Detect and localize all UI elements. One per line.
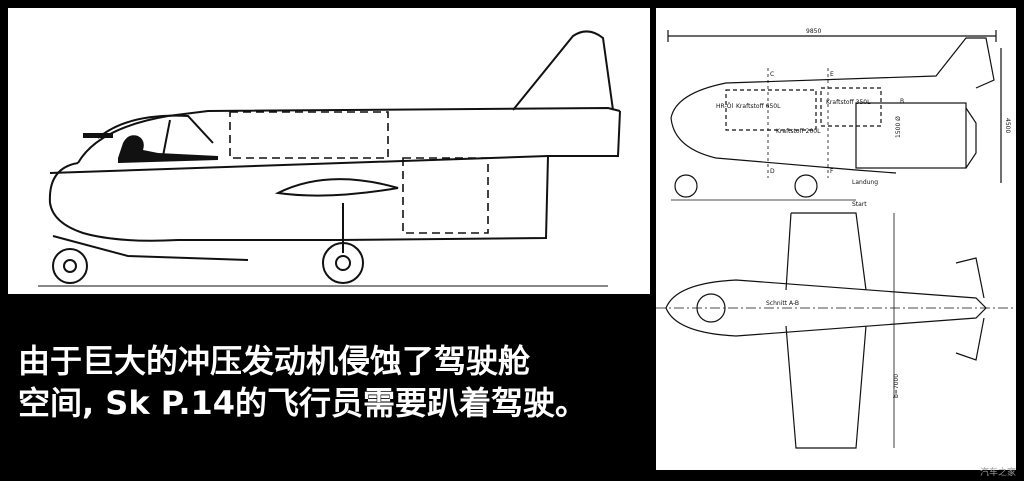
technical-drawing: 9850 4500 C E D F B Kraftstoff 650L Kraf… bbox=[656, 8, 1016, 470]
pilot-silhouette bbox=[118, 135, 218, 163]
label-tank1: Kraftstoff 650L bbox=[736, 103, 781, 110]
label-tank3: Kraftstoff 200L bbox=[776, 128, 821, 135]
main-wheel bbox=[322, 242, 364, 284]
canopy bbox=[97, 114, 214, 144]
label-diameter: 1500 Ø bbox=[895, 116, 902, 138]
label-start: Start bbox=[852, 201, 867, 208]
intake bbox=[274, 178, 399, 197]
fuselage-rear bbox=[337, 110, 621, 241]
nose bbox=[48, 162, 338, 242]
engine-dashed bbox=[402, 157, 489, 234]
nose-wheel bbox=[52, 248, 88, 284]
fuselage-top bbox=[77, 106, 621, 164]
label-e: E bbox=[830, 71, 834, 78]
label-span: b=7000 bbox=[893, 374, 900, 398]
label-f: F bbox=[830, 168, 834, 175]
tail-fin bbox=[512, 30, 614, 111]
label-section: Schnitt A-B bbox=[766, 300, 799, 307]
label-landing: Landung bbox=[852, 179, 878, 186]
label-overall-length: 9850 bbox=[806, 28, 821, 35]
caption-text: 由于巨大的冲压发动机侵蚀了驾驶舱 空间, Sk P.14的飞行员需要趴着驾驶。 bbox=[18, 340, 648, 424]
label-height: 4500 bbox=[1004, 118, 1011, 133]
technical-drawing-svg: 9850 4500 C E D F B Kraftstoff 650L Kraf… bbox=[656, 28, 1016, 449]
caption-line-2: 空间, Sk P.14的飞行员需要趴着驾驶。 bbox=[18, 384, 588, 422]
side-view-drawing bbox=[8, 8, 650, 294]
side-view-svg bbox=[38, 30, 621, 287]
label-d: D bbox=[770, 168, 775, 175]
label-hr-oil: HR-Öl bbox=[716, 103, 733, 110]
label-b: B bbox=[900, 98, 904, 105]
label-c: C bbox=[770, 71, 774, 78]
belly bbox=[49, 155, 549, 174]
label-tank2: Kraftstoff 350L bbox=[826, 99, 871, 106]
caption-line-1: 由于巨大的冲压发动机侵蚀了驾驶舱 bbox=[18, 342, 531, 380]
tank-dashed bbox=[229, 111, 389, 159]
watermark: 汽车之家 bbox=[979, 468, 1016, 478]
